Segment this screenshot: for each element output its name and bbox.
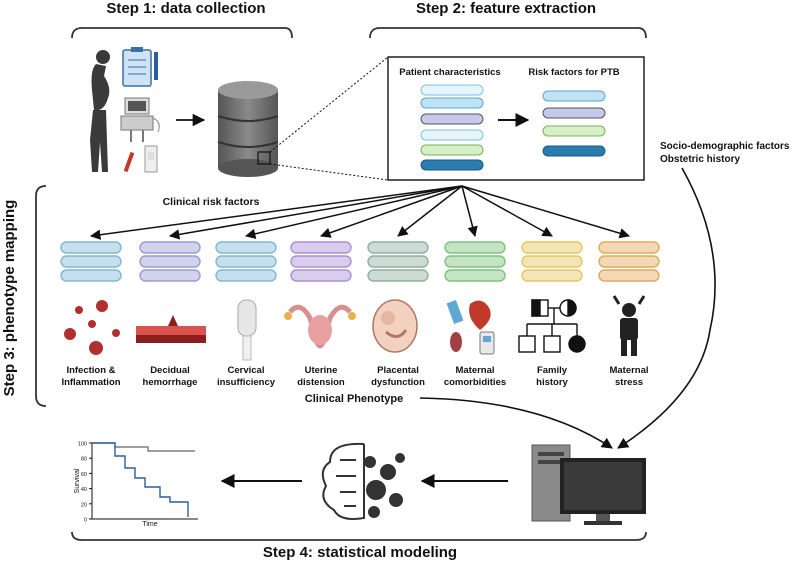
fan-arrow-7 [461,185,553,237]
step1-bracket [71,27,293,39]
survival-curve-upper [92,442,195,452]
fan-arrow-4 [320,185,463,238]
brain-gears-icon [321,442,405,520]
survival-ylabel: Survival [74,468,81,493]
phenotype-label-3-line2: insufficiency [217,377,276,388]
side-note-line1: Socio-demographic factors [660,141,790,152]
clipboard-icon [122,47,158,87]
lab-tubes-icon [123,145,158,173]
phenotype-label-2-line2: hemorrhage [143,377,198,388]
risk-factor-stacks [60,241,660,282]
phenotype-label-7-line2: history [536,377,568,388]
risk-factor-stack-6 [444,241,506,282]
risk-factor-stack-8 [598,241,660,282]
phenotype-label-3-line1: Cervical [228,365,265,376]
risk-factor-stack-5 [367,241,429,282]
fan-arrow-5 [397,185,463,237]
phenotype-label-4-line2: distension [297,377,345,388]
fan-arrow-3 [244,185,463,239]
computer-icon [531,444,646,525]
survival-ytick-60: 60 [81,472,87,478]
zoom-line-top [269,56,389,153]
phenotype-label-5-line1: Placental [377,365,419,376]
fan-arrow-6 [461,185,478,238]
cervix-icon [237,299,257,361]
phenotype-label-2-line1: Decidual [150,365,190,376]
step4-bracket [71,531,647,541]
risk-factor-stack-4 [290,241,352,282]
phenotype-label-1-line1: Infection & [66,365,115,376]
survival-ytick-100: 100 [78,442,87,448]
risk-factor-bars [542,90,606,157]
risk-factor-stack-2 [139,241,201,282]
phenotype-label-6-line1: Maternal [455,365,494,376]
risk-factor-stack-7 [521,241,583,282]
step2-bracket [369,27,647,39]
phenotype-label-5-line2: dysfunction [371,377,425,388]
survival-ytick-20: 20 [81,502,87,508]
phenotype-to-computer-arrow [419,397,613,449]
phenotype-label-6-line2: comorbidities [444,377,506,388]
step3-bracket [35,185,47,407]
fan-arrow-8 [461,185,631,239]
fan-out-arrows [89,185,631,240]
step3-title: Step 3: phenotype mapping [1,200,18,397]
patient-characteristics-title: Patient characteristics [399,67,500,78]
phenotype-label-4-line1: Uterine [305,365,338,376]
database-icon [217,81,279,177]
uterus-icon [284,304,356,349]
fetus-icon [372,299,418,353]
pregnant-woman-icon [90,50,110,172]
fan-arrow-2 [168,185,463,240]
ultrasound-machine-icon [120,97,160,142]
step4-title: Step 4: statistical modeling [263,544,457,561]
risk-factor-stack-3 [215,241,277,282]
step1-title: Step 1: data collection [106,0,265,17]
phenotype-label-8-line1: Maternal [609,365,648,376]
patient-characteristics-bars [420,84,484,171]
zoom-line-bottom [269,163,389,181]
fan-arrow-1 [89,185,463,240]
risk-factor-stack-1 [60,241,122,282]
clinical-phenotype-label: Clinical Phenotype [305,393,403,405]
step2-title: Step 2: feature extraction [416,0,596,17]
decidua-icon [136,315,206,343]
survival-ytick-0: 0 [84,518,87,524]
virus-icon [64,300,120,355]
side-note-line2: Obstetric history [660,154,740,165]
phenotype-labels: Infection &Inflammation Decidualhemorrhag… [61,365,648,388]
survival-ytick-80: 80 [81,457,87,463]
pedigree-icon [518,299,586,353]
phenotype-label-8-line2: stress [615,377,643,388]
clinical-risk-factors-label: Clinical risk factors [163,196,260,208]
survival-ytick-40: 40 [81,487,87,493]
survival-curve-lower [92,442,189,517]
stressed-person-icon [612,295,646,356]
survival-xlabel: Time [142,521,157,528]
side-note-to-computer-arrow [617,167,716,449]
risk-factors-title: Risk factors for PTB [528,67,619,78]
phenotype-label-7-line1: Family [537,365,568,376]
organs-icon [446,299,495,355]
survival-plot: 100 80 60 40 20 0 Survival Time [74,442,198,528]
phenotype-label-1-line2: Inflammation [61,377,120,388]
